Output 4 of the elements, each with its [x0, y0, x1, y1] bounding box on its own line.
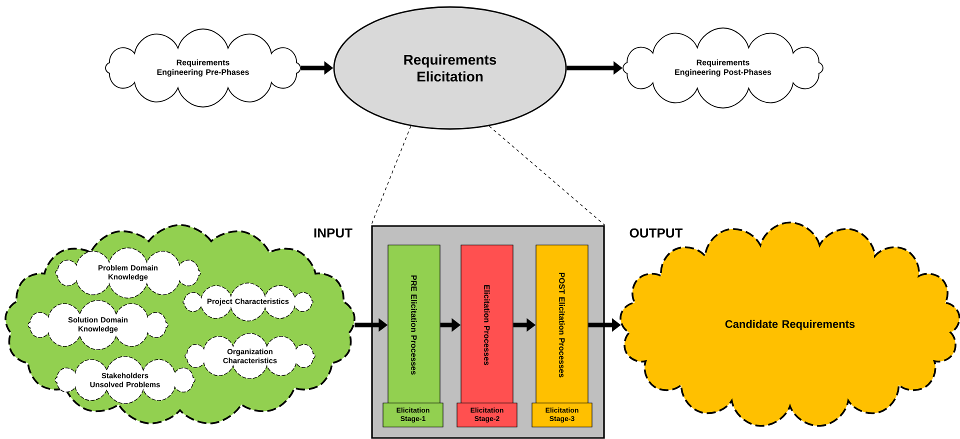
section-label: OUTPUT	[630, 228, 683, 238]
dashed-line	[488, 126, 606, 226]
section-label: INPUT	[314, 228, 352, 238]
dashed-line	[370, 126, 412, 226]
